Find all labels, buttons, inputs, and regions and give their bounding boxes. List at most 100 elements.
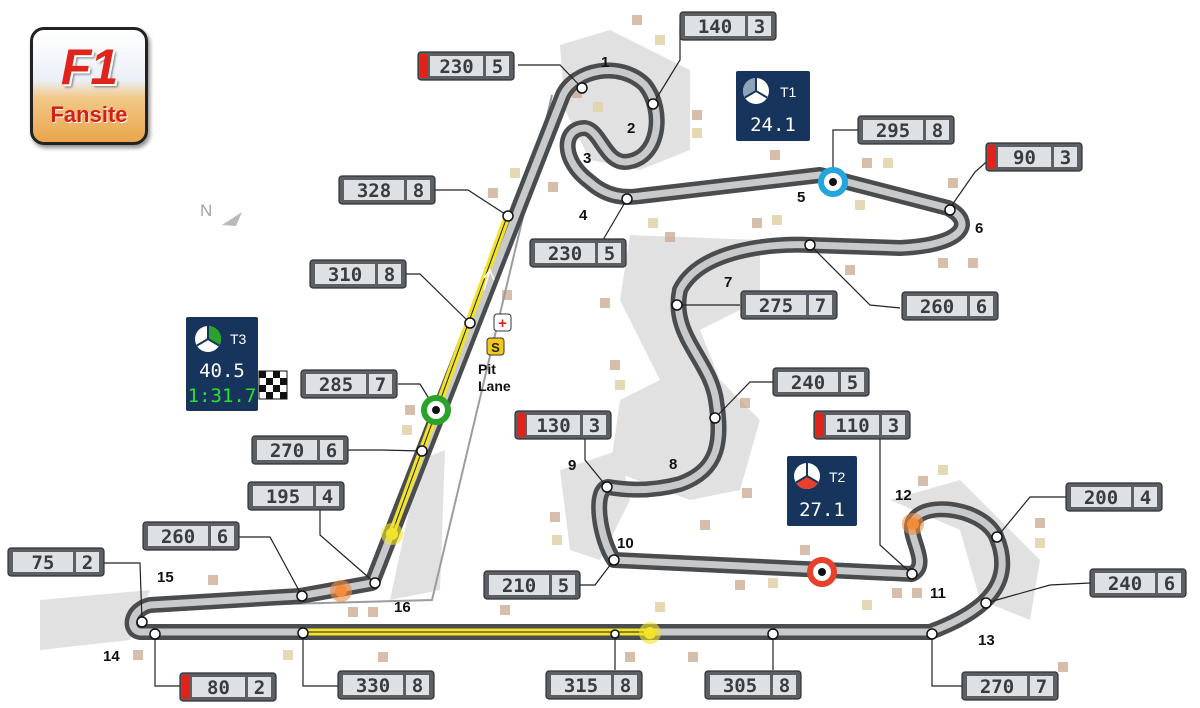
gauge-speed: 275 bbox=[759, 295, 793, 317]
gauge-speed: 328 bbox=[357, 180, 391, 202]
chequered-flag-icon bbox=[258, 370, 288, 400]
speed-gauge[interactable]: 275 7 bbox=[740, 290, 838, 320]
gauge-gear: 6 bbox=[217, 526, 228, 548]
turn-5: 5 bbox=[797, 189, 805, 206]
gauge-gear: 5 bbox=[604, 243, 615, 265]
speed-gauge[interactable]: 230 5 bbox=[417, 51, 515, 81]
svg-text:N: N bbox=[200, 201, 212, 220]
speed-gauge[interactable]: 130 3 bbox=[514, 410, 612, 440]
gauge-speed: 195 bbox=[266, 486, 300, 508]
north-arrow-icon: N bbox=[200, 201, 242, 226]
gauge-speed: 305 bbox=[723, 675, 757, 697]
sector1-box[interactable]: T1 24.1 bbox=[736, 71, 810, 141]
turn-9: 9 bbox=[568, 457, 576, 474]
gauge-gear: 5 bbox=[847, 372, 858, 394]
gauge-gear: 3 bbox=[888, 415, 899, 437]
braking-indicator bbox=[182, 675, 190, 699]
svg-text:T2: T2 bbox=[829, 469, 846, 485]
timing-icon bbox=[794, 463, 820, 490]
speed-gauge[interactable]: 240 5 bbox=[772, 367, 870, 397]
turn-14: 14 bbox=[103, 648, 120, 665]
gauge-speed: 140 bbox=[698, 16, 732, 38]
speed-gauge[interactable]: 90 3 bbox=[985, 142, 1083, 172]
gauge-gear: 3 bbox=[1060, 147, 1071, 169]
gauge-gear: 6 bbox=[976, 296, 987, 318]
direction-arrow-icon bbox=[483, 268, 495, 291]
gauge-gear: 7 bbox=[375, 374, 386, 396]
sector3-box[interactable]: T3 40.5 1:31.7 bbox=[186, 317, 258, 411]
gauge-speed: 310 bbox=[328, 264, 362, 286]
braking-indicator bbox=[517, 413, 525, 437]
gauge-gear: 8 bbox=[384, 264, 395, 286]
gauge-gear: 7 bbox=[815, 295, 826, 317]
gauge-speed: 230 bbox=[548, 243, 582, 265]
speed-gauge[interactable]: 230 5 bbox=[529, 238, 627, 268]
gauge-speed: 230 bbox=[439, 56, 473, 78]
svg-text:T3: T3 bbox=[230, 331, 247, 347]
turn-8: 8 bbox=[669, 456, 677, 473]
gauge-speed: 200 bbox=[1084, 487, 1118, 509]
medical-icon: + bbox=[493, 313, 512, 332]
gauge-speed: 240 bbox=[1108, 573, 1142, 595]
gauge-speed: 260 bbox=[920, 296, 954, 318]
sector2-box[interactable]: T2 27.1 bbox=[787, 456, 857, 526]
gauge-speed: 90 bbox=[1013, 147, 1036, 169]
speed-gauge[interactable]: 80 2 bbox=[179, 672, 277, 702]
turn-numbers: 1 2 3 4 5 6 7 8 9 10 11 12 13 14 15 16 bbox=[103, 54, 995, 665]
svg-text:40.5: 40.5 bbox=[199, 360, 245, 382]
gauge-gear: 2 bbox=[254, 677, 265, 699]
gauge-gear: 8 bbox=[413, 180, 424, 202]
turn-12: 12 bbox=[895, 487, 912, 504]
pit-lane-label-2: Lane bbox=[478, 378, 511, 394]
grandstand-dots bbox=[133, 15, 1068, 672]
speed-gauge[interactable]: 285 7 bbox=[300, 369, 398, 399]
speed-gauge[interactable]: 310 8 bbox=[309, 259, 407, 289]
turn-6: 6 bbox=[975, 220, 983, 237]
track[interactable] bbox=[124, 62, 1011, 640]
gauge-speed: 240 bbox=[791, 372, 825, 394]
braking-indicator bbox=[988, 145, 996, 169]
f1-fansite-logo[interactable]: F1 Fansite bbox=[30, 27, 148, 145]
gauge-speed: 210 bbox=[502, 575, 536, 597]
gauge-gear: 3 bbox=[754, 16, 765, 38]
braking-indicator bbox=[816, 413, 824, 437]
turn-3: 3 bbox=[583, 150, 591, 167]
speed-gauge[interactable]: 140 3 bbox=[679, 11, 777, 41]
logo-fansite: Fansite bbox=[50, 102, 128, 127]
turn-16: 16 bbox=[394, 599, 411, 616]
gauge-gear: 8 bbox=[932, 120, 943, 142]
gauge-speed: 270 bbox=[980, 676, 1014, 698]
gauge-speed: 130 bbox=[536, 415, 570, 437]
gauge-speed: 285 bbox=[319, 374, 353, 396]
gauge-gear: 5 bbox=[558, 575, 569, 597]
speed-gauge[interactable]: 210 5 bbox=[483, 570, 581, 600]
gauge-gear: 8 bbox=[620, 675, 631, 697]
speed-gauge[interactable]: 240 6 bbox=[1089, 568, 1187, 598]
svg-text:S: S bbox=[491, 340, 500, 355]
turn-10: 10 bbox=[617, 535, 634, 552]
gauge-gear: 5 bbox=[492, 56, 503, 78]
gauge-gear: 4 bbox=[1140, 487, 1151, 509]
gauge-gear: 3 bbox=[589, 415, 600, 437]
turn-13: 13 bbox=[978, 632, 995, 649]
speed-gauge[interactable]: 260 6 bbox=[901, 291, 999, 321]
turn-2: 2 bbox=[627, 120, 635, 137]
gauge-gear: 6 bbox=[326, 440, 337, 462]
gauge-gear: 4 bbox=[322, 486, 333, 508]
gauge-gear: 6 bbox=[1164, 573, 1175, 595]
gauge-speed: 80 bbox=[207, 677, 230, 699]
logo-f1: F1 bbox=[60, 39, 118, 95]
speed-gauge[interactable]: 328 8 bbox=[338, 175, 436, 205]
gauge-gear: 8 bbox=[412, 675, 423, 697]
